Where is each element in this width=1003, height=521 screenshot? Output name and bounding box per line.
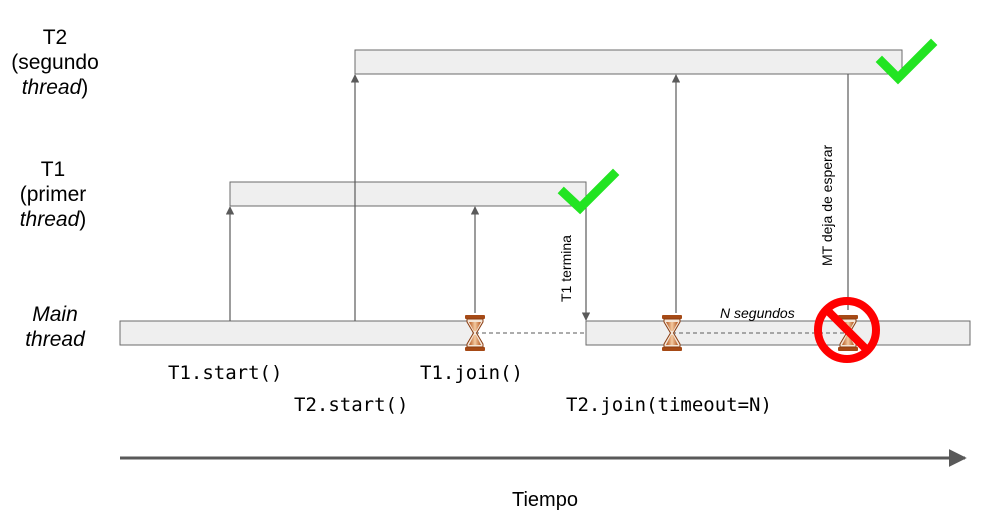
t2-name: T2 <box>42 26 68 49</box>
t2-detail: (segundo <box>11 51 99 74</box>
t1-start-call: T1.start() <box>168 362 282 384</box>
main-line2: thread <box>25 328 85 351</box>
checkmark-icon <box>875 38 938 85</box>
main-line1: Main <box>32 303 78 326</box>
t1-thread-word: thread <box>19 208 80 231</box>
t2-thread-word: thread <box>21 76 82 99</box>
main-lane-label: Main thread <box>0 302 110 352</box>
time-axis-label: Tiempo <box>512 489 578 511</box>
t2-join-call: T2.join(timeout=N) <box>566 394 772 416</box>
t1-name: T1 <box>40 158 66 181</box>
t2-close-paren: ) <box>81 76 89 99</box>
t1-ends-annotation: T1 termina <box>558 235 574 302</box>
n-seconds-annotation: N segundos <box>720 305 795 321</box>
t1-detail: (primer <box>19 183 87 206</box>
checkmark-icon <box>557 168 620 215</box>
t1-lane-label: T1 (primer thread) <box>0 157 108 232</box>
prohibited-icon <box>814 297 880 363</box>
t2-lane-label: T2 (segundo thread) <box>0 25 110 100</box>
t2-execution-bar <box>354 49 903 75</box>
t1-join-call: T1.join() <box>420 362 523 384</box>
main-thread-bar-1 <box>119 320 474 346</box>
mt-stops-waiting-annotation: MT deja de esperar <box>819 145 835 266</box>
t1-close-paren: ) <box>79 208 87 231</box>
t2-start-call: T2.start() <box>294 394 408 416</box>
t1-execution-bar <box>229 181 587 207</box>
